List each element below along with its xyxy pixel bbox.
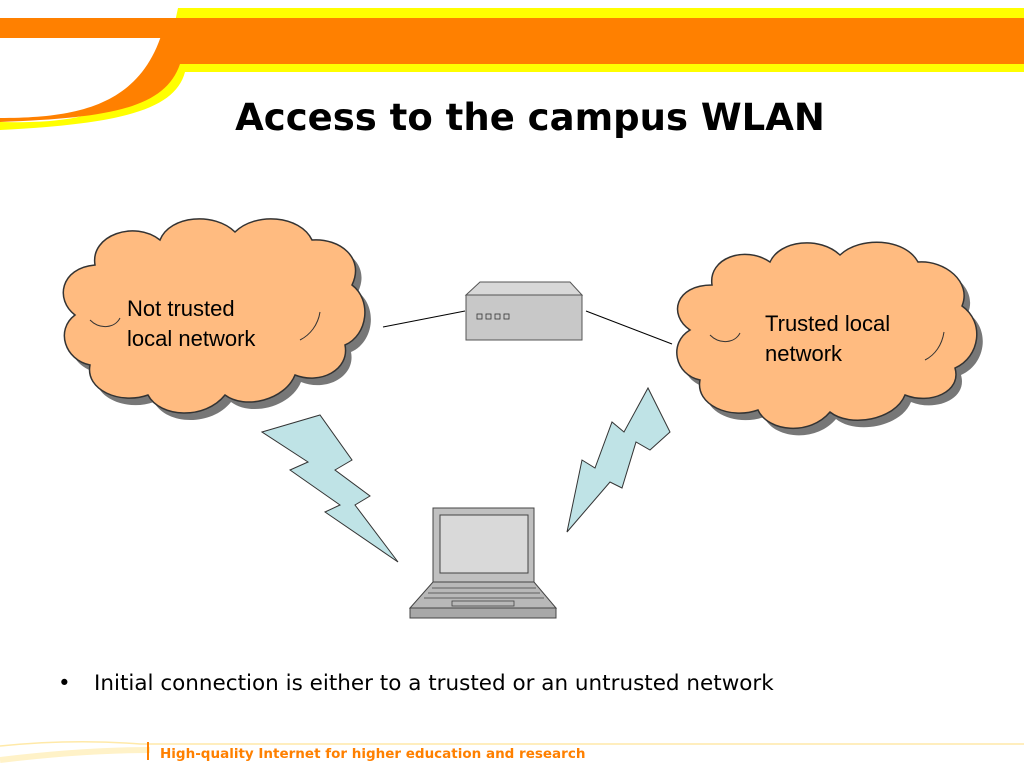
router-icon: [464, 281, 584, 341]
logo-slash: /: [81, 51, 89, 67]
untrusted-network-label: Not trusted local network: [127, 294, 297, 354]
laptop-icon: [408, 507, 558, 619]
link-router-to-right: [585, 310, 673, 345]
untrusted-label-line2: local network: [127, 326, 256, 351]
footer-swoosh: [0, 741, 1024, 763]
logo-net: net: [88, 44, 133, 68]
wireless-link-right-icon: [566, 386, 671, 533]
untrusted-network-cloud: [62, 218, 371, 421]
trusted-network-cloud: [676, 241, 983, 436]
wireless-link-left-icon: [260, 414, 399, 563]
logo-decoration: ‾‾ ‾‾ /: [68, 66, 99, 92]
footer-tagline: High-quality Internet for higher educati…: [160, 746, 586, 762]
untrusted-label-line1: Not trusted: [127, 296, 235, 321]
surfnet-logo: SURF/net: [14, 44, 132, 68]
trusted-label-line2: network: [765, 341, 843, 366]
link-left-to-router: [382, 310, 466, 328]
logo-surf: SURF: [14, 44, 82, 68]
bullet-marker: •: [58, 671, 71, 696]
trusted-network-label: Trusted local network: [765, 309, 935, 369]
bullet-item: Initial connection is either to a truste…: [94, 671, 774, 696]
trusted-label-line1: Trusted local: [765, 311, 891, 336]
header-banner: [0, 8, 1024, 130]
page-title: Access to the campus WLAN: [235, 96, 825, 139]
